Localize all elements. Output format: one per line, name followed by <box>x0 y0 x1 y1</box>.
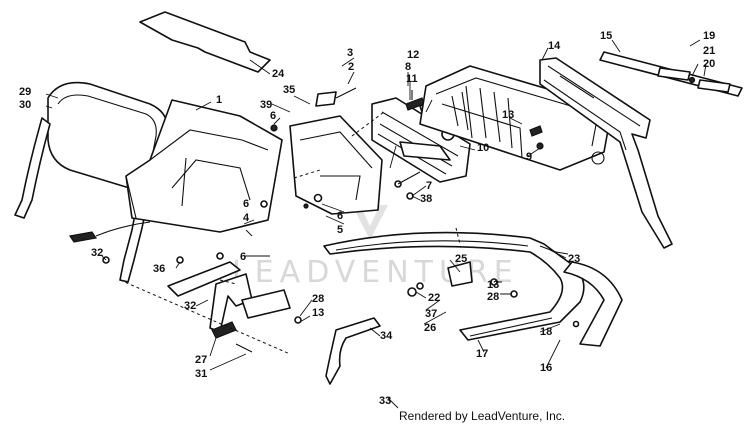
mounting-bracket-part <box>270 87 383 215</box>
callout-24: 24 <box>272 68 285 80</box>
callout-22: 22 <box>428 292 440 304</box>
render-credit: Rendered by LeadVenture, Inc. <box>399 409 566 423</box>
floor-mat-part <box>139 11 271 73</box>
bumper-frame-part <box>323 231 585 341</box>
callout-27: 27 <box>195 354 207 366</box>
watermark-text: LEADVENTURE <box>232 255 519 290</box>
rear-panel-part <box>539 57 673 249</box>
callout-38: 38 <box>420 193 432 205</box>
callout-20: 20 <box>703 58 715 70</box>
callout-8: 8 <box>405 61 411 73</box>
callout-6b: 6 <box>243 198 249 210</box>
callout-23: 23 <box>568 253 580 265</box>
bumper-hardware <box>407 245 580 328</box>
callout-28b: 28 <box>487 291 499 303</box>
grab-handle-part <box>325 317 381 385</box>
callout-4: 4 <box>243 212 250 224</box>
callout-2: 2 <box>348 61 354 73</box>
callout-35: 35 <box>283 84 295 96</box>
alignment-guides <box>119 111 461 355</box>
callout-36: 36 <box>153 263 165 275</box>
callout-14: 14 <box>548 40 561 52</box>
callout-15: 15 <box>600 30 612 42</box>
callout-6a: 6 <box>270 110 276 122</box>
trim-seal-strip-part <box>563 261 623 347</box>
callout-6c: 6 <box>337 210 343 222</box>
callout-7: 7 <box>426 180 432 192</box>
callout-9: 9 <box>526 151 532 163</box>
callout-28a: 28 <box>312 293 324 305</box>
seat-rail-bracket-part <box>167 261 302 353</box>
callout-30: 30 <box>19 99 31 111</box>
trim-strip-part <box>599 51 743 97</box>
callout-12: 12 <box>407 49 419 61</box>
leader-lines <box>45 39 707 409</box>
lens-housing-part <box>419 65 613 171</box>
callout-5: 5 <box>337 224 343 236</box>
callout-37: 37 <box>425 308 437 320</box>
callout-33: 33 <box>379 395 391 407</box>
callout-labels: 1 3 2 35 39 6 12 8 11 14 15 19 21 20 13 … <box>19 30 715 407</box>
callout-19: 19 <box>703 30 715 42</box>
callout-16: 16 <box>540 362 552 374</box>
callout-32b: 32 <box>184 300 196 312</box>
callout-13c: 13 <box>487 279 499 291</box>
callout-21: 21 <box>703 45 715 57</box>
callout-25: 25 <box>455 253 467 265</box>
callout-17: 17 <box>476 348 488 360</box>
callout-31: 31 <box>195 368 207 380</box>
callout-32a: 32 <box>91 247 103 259</box>
callout-29: 29 <box>19 86 31 98</box>
callout-13b: 13 <box>312 307 324 319</box>
callout-34: 34 <box>380 330 393 342</box>
callout-6d: 6 <box>240 251 246 263</box>
callout-3: 3 <box>347 47 353 59</box>
console-housing-part <box>68 99 283 243</box>
callout-1: 1 <box>216 94 222 106</box>
callout-39: 39 <box>260 99 272 111</box>
callout-11: 11 <box>406 73 418 85</box>
callout-18: 18 <box>540 326 552 338</box>
callout-26: 26 <box>424 322 436 334</box>
callout-10: 10 <box>477 142 489 154</box>
callout-13a: 13 <box>502 109 514 121</box>
